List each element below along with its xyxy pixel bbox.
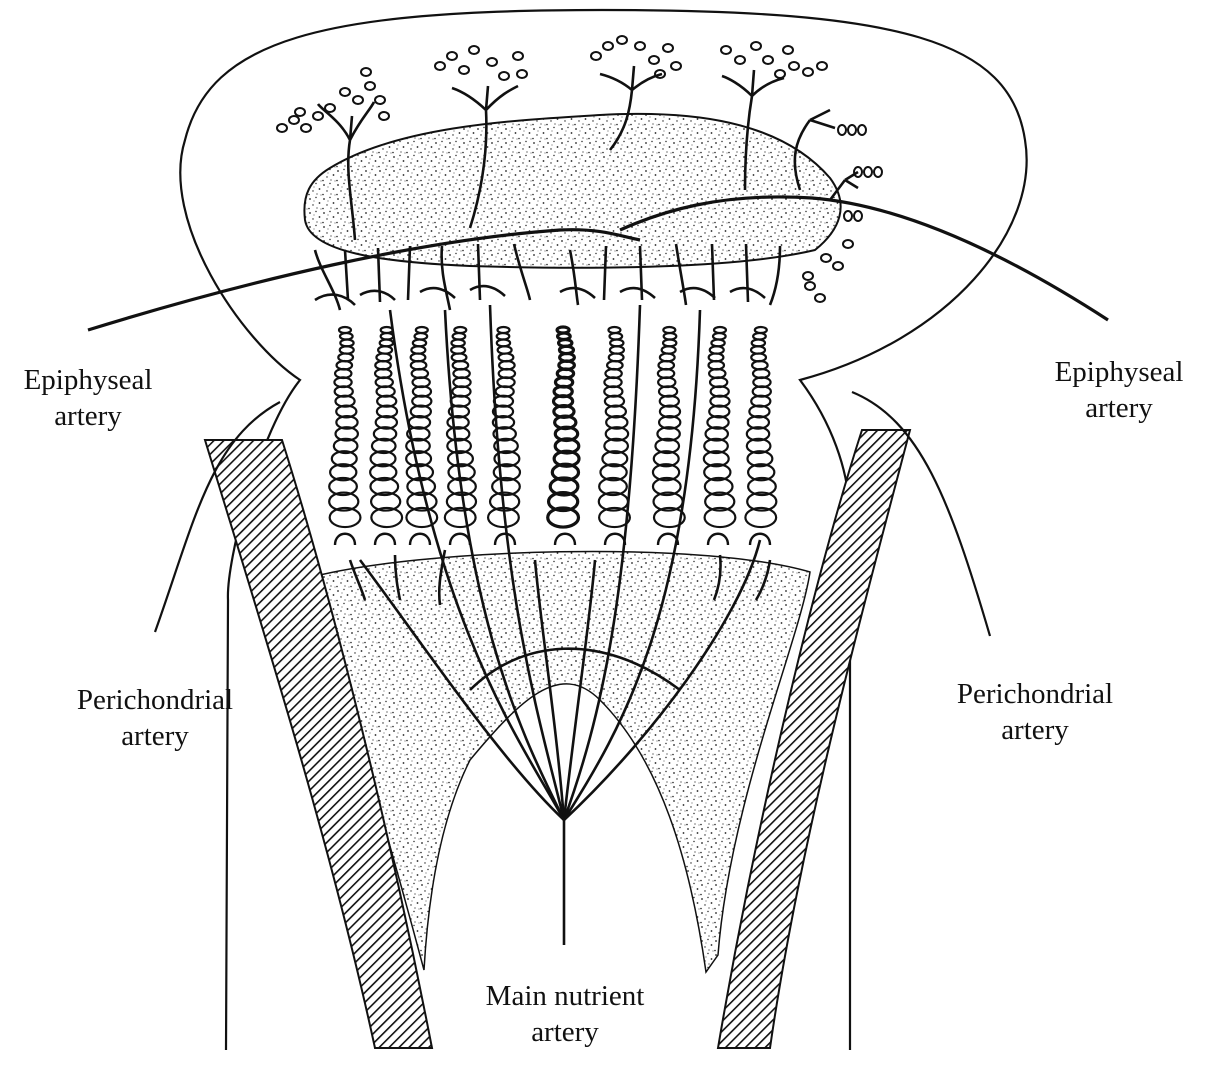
label-line: Perichondrial	[50, 682, 260, 718]
vascular-loop	[495, 534, 515, 545]
label-line: Main nutrient	[440, 978, 690, 1014]
vascular-loop	[555, 534, 575, 545]
label-line: Epiphyseal	[0, 362, 176, 398]
label-main-nutrient-artery: Main nutrient artery	[440, 978, 690, 1050]
chondrocyte-column	[548, 327, 579, 545]
label-line: artery	[1030, 390, 1205, 426]
vascular-loop	[335, 534, 355, 545]
chondrocyte-column	[653, 327, 685, 545]
vascular-loop	[375, 534, 395, 545]
chondrocyte-column	[745, 327, 776, 545]
label-perichondrial-artery-left: Perichondrial artery	[50, 682, 260, 754]
label-line: artery	[440, 1014, 690, 1050]
label-line: Perichondrial	[930, 676, 1140, 712]
vascular-loop	[708, 534, 728, 545]
label-line: artery	[0, 398, 176, 434]
secondary-ossification-center	[304, 114, 840, 268]
chondrocyte-column	[599, 327, 630, 545]
vascular-loop	[410, 534, 430, 545]
chondrocyte-column	[329, 327, 360, 545]
chondrocyte-column	[445, 327, 476, 545]
label-line: Epiphyseal	[1030, 354, 1205, 390]
vascular-loop	[605, 534, 625, 545]
label-epiphyseal-artery-right: Epiphyseal artery	[1030, 354, 1205, 426]
label-perichondrial-artery-right: Perichondrial artery	[930, 676, 1140, 748]
label-epiphyseal-artery-left: Epiphyseal artery	[0, 362, 176, 434]
vascular-loop	[450, 534, 470, 545]
label-line: artery	[50, 718, 260, 754]
chondrocyte-column	[704, 327, 736, 545]
label-line: artery	[930, 712, 1140, 748]
